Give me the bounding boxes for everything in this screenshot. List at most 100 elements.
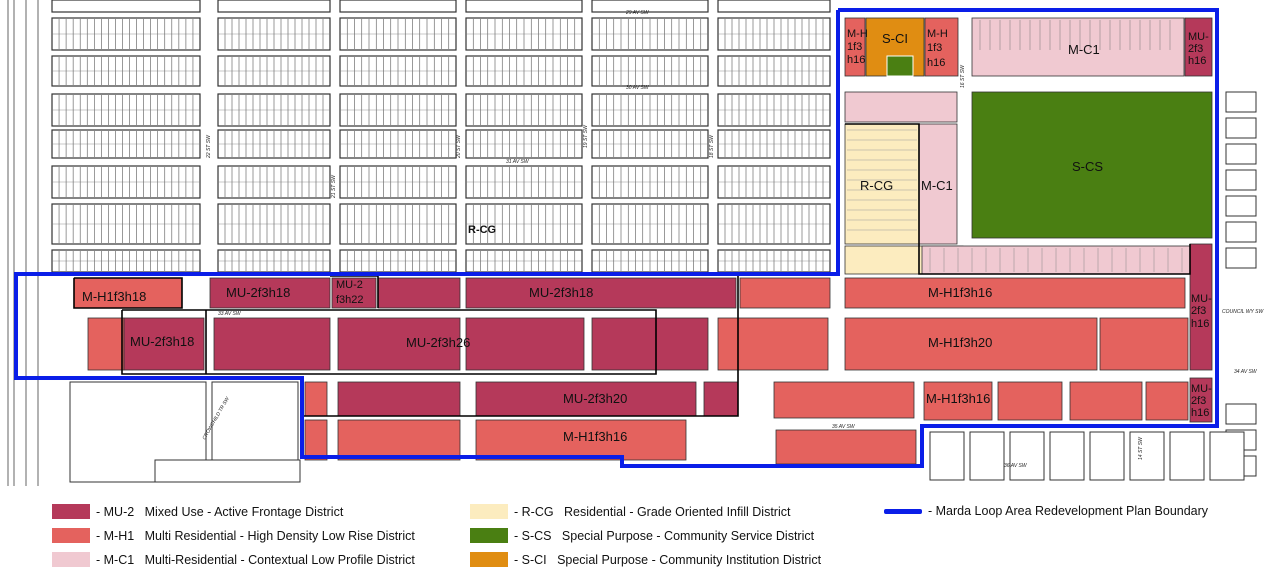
- zone-mh1: [304, 381, 328, 417]
- zone-label-mu2-f3h18-top: MU-2f3h18: [226, 285, 290, 300]
- zone-mu2: [475, 381, 697, 417]
- legend-desc: Mixed Use - Active Frontage District: [144, 504, 344, 519]
- residential-block: [717, 55, 831, 87]
- residential-block: [217, 203, 331, 245]
- residential-block: [51, 203, 201, 245]
- svg-text:M-H: M-H: [847, 28, 868, 40]
- zone-mh1: [739, 277, 831, 309]
- svg-text:2f3: 2f3: [1191, 305, 1206, 317]
- residential-block: [339, 203, 457, 245]
- legend-item-mc1: - M-C1 Multi-Residential - Contextual Lo…: [52, 552, 415, 567]
- residential-block: [717, 17, 831, 51]
- residential-block: [51, 55, 201, 87]
- residential-block: [717, 165, 831, 199]
- zone-scs-small: [886, 55, 914, 77]
- street-label-30: 30 AV SW: [626, 85, 650, 91]
- residential-block: [217, 17, 331, 51]
- zone-label-mh1-f3h16-east: M-H1f3h16: [928, 285, 992, 300]
- zone-mu2: [377, 277, 461, 309]
- residential-block: [591, 17, 709, 51]
- legend-code: - M-H1: [96, 528, 135, 543]
- residential-block: [217, 129, 331, 159]
- street-label-19st: 19 ST SW: [583, 124, 589, 148]
- street-label-29: 29 AV SW: [625, 10, 650, 16]
- residential-block: [51, 129, 201, 159]
- svg-text:h16: h16: [927, 57, 945, 69]
- legend-boundary-label: - Marda Loop Area Redevelopment Plan Bou…: [928, 504, 1209, 518]
- zone-mu2: [337, 317, 461, 371]
- street-label-21st: 21 ST SW: [331, 174, 337, 199]
- street-label-20st: 20 ST SW: [456, 134, 462, 159]
- svg-text:h16: h16: [1188, 55, 1206, 67]
- zone-label-mu2-f3h22: MU-2: [336, 279, 363, 291]
- outline-mu2-f3h26: [121, 309, 657, 375]
- residential-block: [465, 203, 583, 245]
- zone-mh1: [87, 317, 125, 371]
- residential-block: [465, 55, 583, 87]
- zone-mu2: [213, 317, 331, 371]
- zone-mu2: [337, 381, 461, 417]
- zone-label-mu2-f3h20: MU-2f3h20: [563, 391, 627, 406]
- legend-code: - R-CG: [514, 504, 554, 519]
- zone-mu2: [123, 317, 205, 371]
- parcel: [1225, 143, 1257, 165]
- zone-mh1: [844, 17, 866, 77]
- zone-label-mh1-ne-a: M-H1f3h16: [847, 28, 868, 66]
- parcel: [1225, 117, 1257, 139]
- street-label-16st: 16 ST SW: [960, 64, 966, 88]
- parcel: [1209, 431, 1245, 481]
- residential-block: [591, 0, 709, 13]
- residential-block: [217, 249, 331, 273]
- legend-item-mh1: - M-H1 Multi Residential - High Density …: [52, 528, 415, 543]
- residential-block: [51, 0, 201, 13]
- legend-item-scs: - S-CS Special Purpose - Community Servi…: [470, 528, 814, 543]
- residential-block: [51, 165, 201, 199]
- residential-block: [51, 93, 201, 127]
- parcel: [1129, 431, 1165, 481]
- residential-block: [717, 249, 831, 273]
- zone-label-mu2-f3h18-west: MU-2f3h18: [130, 334, 194, 349]
- city-blocks: [7, 0, 1257, 486]
- outline-rcg-mc1: [845, 123, 1191, 275]
- parcel: [1049, 431, 1085, 481]
- zone-mh1: [775, 429, 917, 465]
- legend-swatch-mh1: [52, 528, 90, 543]
- zone-mu2: [1189, 377, 1213, 423]
- zone-label-mc1-ne: M-C1: [1068, 42, 1100, 57]
- legend-desc: Multi Residential - High Density Low Ris…: [144, 528, 415, 543]
- plan-boundary-line: [14, 8, 1219, 468]
- street-label-35: 35 AV SW: [832, 424, 856, 430]
- parcel: [1225, 195, 1257, 217]
- legend-swatch-mc1: [52, 552, 90, 567]
- map-legend: - MU-2 Mixed Use - Active Frontage Distr…: [0, 486, 1280, 578]
- zone-mh1: [475, 419, 687, 461]
- legend-item-boundary: - Marda Loop Area Redevelopment Plan Bou…: [884, 504, 1208, 518]
- svg-text:2f3: 2f3: [1188, 43, 1203, 55]
- street-label-14st: 14 ST SW: [1138, 436, 1144, 460]
- legend-desc: Residential - Grade Oriented Infill Dist…: [564, 504, 791, 519]
- svg-text:h16: h16: [1191, 407, 1209, 419]
- residential-block: [465, 17, 583, 51]
- legend-line-boundary: [884, 508, 922, 514]
- legend-item-rcg: - R-CG Residential - Grade Oriented Infi…: [470, 504, 790, 519]
- zone-mh1: [1145, 381, 1189, 421]
- zone-label-mh1-f3h16-south: M-H1f3h16: [563, 429, 627, 444]
- street-label-31: 31 AV SW: [506, 159, 530, 165]
- zone-mh1: [923, 381, 993, 421]
- legend-code: - M-C1: [96, 552, 135, 567]
- residential-block: [591, 93, 709, 127]
- legend-swatch-scs: [470, 528, 508, 543]
- plan-boundary: [14, 8, 1219, 468]
- residential-block: [465, 129, 583, 159]
- zone-label-mu2-f3h18-center: MU-2f3h18: [529, 285, 593, 300]
- parcel: [969, 431, 1005, 481]
- outline-mu2-f3h20: [302, 276, 739, 417]
- zone-mu2: [591, 317, 709, 371]
- svg-text:MU-: MU-: [1188, 31, 1209, 43]
- residential-block: [717, 0, 831, 13]
- residential-block: [339, 0, 457, 13]
- zone-label-mh1-f3h16-se: M-H1f3h16: [926, 391, 990, 406]
- street-label-33: 33 AV SW: [218, 311, 242, 317]
